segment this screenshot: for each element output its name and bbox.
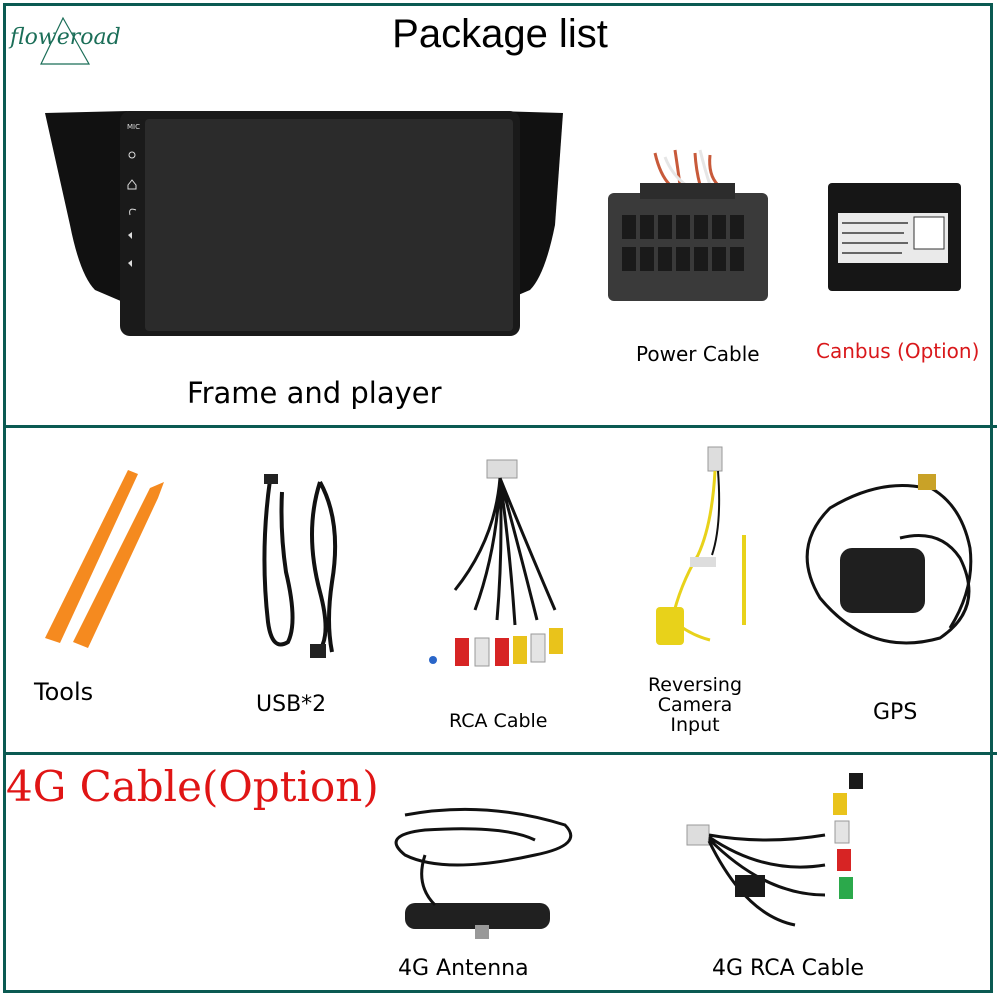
pry-tools-image (45, 470, 164, 648)
power-cable-label: Power Cable (636, 342, 760, 366)
frame-player-label: Frame and player (187, 376, 442, 410)
usb-label: USB*2 (256, 692, 327, 717)
reversing-label-line3: Input (670, 714, 720, 736)
reversing-label-line2: Camera (657, 694, 733, 716)
4g-rca-cable-label: 4G RCA Cable (712, 956, 865, 981)
package-frame (3, 3, 993, 993)
brand-logo: floweroad (10, 25, 121, 50)
page-title: Package list (392, 12, 608, 56)
4g-antenna-label: 4G Antenna (398, 956, 529, 981)
reversing-label-line1: Reversing (647, 674, 743, 696)
brand-triangle-icon (40, 16, 91, 65)
gps-label: GPS (873, 700, 918, 725)
4g-rca-cable-image (686, 773, 863, 927)
reversing-camera-cable-image (656, 446, 746, 645)
svg-text:MIC: MIC (127, 123, 140, 131)
usb-cables-image (262, 474, 338, 658)
rca-cable-label: RCA Cable (449, 710, 548, 732)
rca-cable-image (429, 459, 563, 667)
head-unit-image: MIC (45, 111, 563, 336)
divider-bottom (3, 752, 997, 755)
gps-antenna-image (805, 474, 973, 645)
canbus-box-image (828, 183, 961, 291)
tools-label: Tools (34, 678, 94, 706)
canbus-label: Canbus (Option) (816, 339, 980, 363)
power-cable-image (608, 149, 768, 301)
reversing-camera-label: Reversing Camera Input (640, 675, 750, 735)
divider-top (3, 425, 997, 428)
4g-antenna-image (394, 807, 573, 939)
4g-option-title: 4G Cable(Option) (6, 762, 379, 811)
